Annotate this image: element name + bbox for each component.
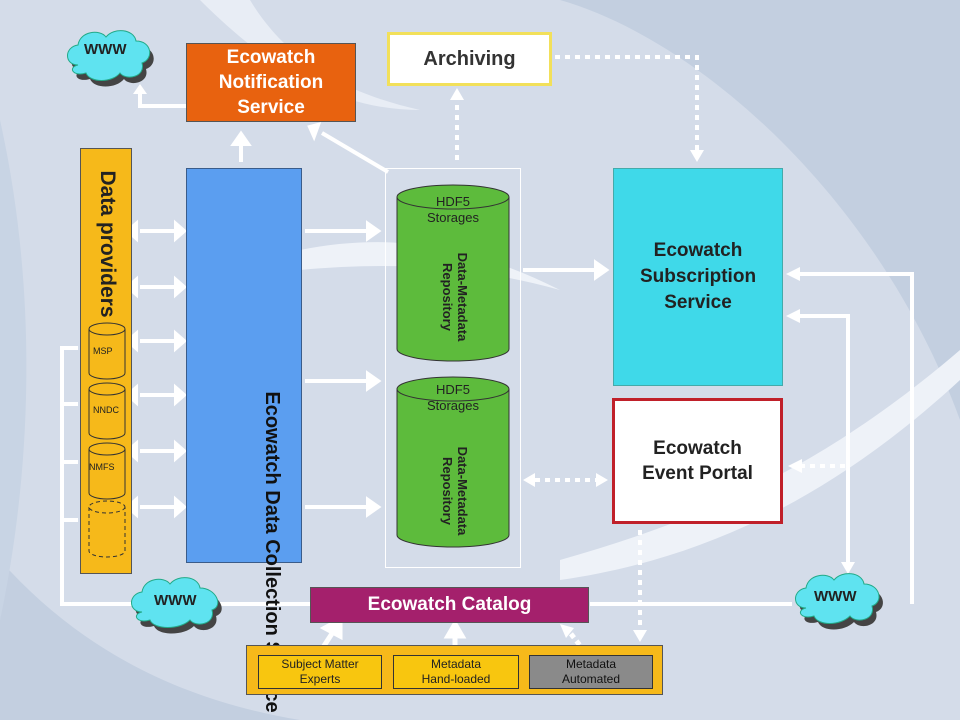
data-providers-panel: Data providers MSP NNDC NMFS bbox=[80, 148, 132, 574]
repo-subscription-arrow bbox=[523, 259, 610, 281]
notification-line3: Service bbox=[237, 97, 305, 118]
notification-line2: Notification bbox=[218, 72, 324, 93]
provider-collection-arrows bbox=[124, 219, 188, 519]
hand-loaded-line1: Metadata bbox=[430, 657, 482, 671]
repo-label-line1: Data-Metadata bbox=[455, 446, 470, 536]
www-cloud-top-icon bbox=[67, 30, 154, 87]
www-label-bottom-right: WWW bbox=[814, 588, 857, 605]
subscription-line1: Ecowatch bbox=[653, 240, 743, 261]
hand-loaded-line2: Hand-loaded bbox=[421, 672, 491, 686]
storage-type: HDF5 bbox=[436, 194, 470, 209]
www-cloud-bottom-left-icon bbox=[131, 577, 222, 634]
repo-label-line2: Repository bbox=[440, 263, 455, 331]
automated-line2: Automated bbox=[561, 672, 621, 686]
automated-line1: Metadata bbox=[565, 657, 617, 671]
sme-line2: Experts bbox=[299, 672, 341, 686]
subscription-line2: Subscription bbox=[639, 266, 757, 287]
storage-type: HDF5 bbox=[436, 382, 470, 397]
data-collection-service: Ecowatch Data Collection Service bbox=[186, 168, 302, 713]
repository-cylinders bbox=[396, 184, 510, 548]
provider-nndc-label: NNDC bbox=[93, 405, 119, 415]
subscription-service: Ecowatch Subscription Service bbox=[613, 168, 783, 386]
repository-label-2: Data-Metadata Repository bbox=[436, 431, 470, 551]
portal-line1: Ecowatch bbox=[653, 438, 742, 459]
decor-swoosh bbox=[560, 350, 960, 580]
notification-service: Ecowatch Notification Service bbox=[186, 43, 356, 122]
storage-word: Storages bbox=[426, 398, 480, 413]
provider-msp-label: MSP bbox=[93, 346, 113, 356]
collection-notification-arrow bbox=[230, 130, 252, 162]
storage-label-2: HDF5 Storages bbox=[403, 382, 503, 414]
provider-cylinders bbox=[88, 322, 126, 558]
notification-line1: Ecowatch bbox=[226, 47, 316, 68]
subject-matter-experts-box: Subject Matter Experts bbox=[258, 655, 382, 689]
event-portal: Ecowatch Event Portal bbox=[612, 398, 783, 524]
repo-label-line2: Repository bbox=[440, 457, 455, 525]
metadata-automated-box: Metadata Automated bbox=[529, 655, 653, 689]
metadata-hand-loaded-box: Metadata Hand-loaded bbox=[393, 655, 519, 689]
www-label-top: WWW bbox=[84, 41, 127, 58]
provider-nmfs-label: NMFS bbox=[89, 462, 115, 472]
repository-label-1: Data-Metadata Repository bbox=[436, 237, 470, 357]
decor-swoosh bbox=[560, 0, 960, 420]
storage-word: Storages bbox=[426, 210, 480, 225]
storage-label-1: HDF5 Storages bbox=[403, 194, 503, 226]
subscription-line3: Service bbox=[664, 292, 732, 313]
decor-swoosh bbox=[0, 560, 300, 720]
collection-repo-arrows bbox=[305, 220, 382, 518]
decor-swoosh bbox=[200, 0, 420, 110]
archiving-subscription-arrow bbox=[555, 55, 699, 150]
notification-www-arrow bbox=[138, 92, 186, 108]
www-cloud-bottom-right-icon bbox=[795, 573, 883, 630]
sme-line1: Subject Matter bbox=[281, 657, 359, 671]
archiving-box: Archiving bbox=[387, 32, 552, 86]
repo-notification-arrow bbox=[307, 122, 390, 174]
portal-line2: Event Portal bbox=[642, 463, 753, 484]
repository-column: HDF5 Storages Data-Metadata Repository H… bbox=[385, 168, 521, 568]
www-label-bottom-left: WWW bbox=[154, 592, 197, 609]
metadata-sources-bar: Subject Matter Experts Metadata Hand-loa… bbox=[246, 645, 663, 695]
ecowatch-catalog: Ecowatch Catalog bbox=[310, 587, 589, 623]
right-www-loop bbox=[590, 272, 914, 606]
repo-label-line1: Data-Metadata bbox=[455, 252, 470, 342]
decor-swoosh bbox=[0, 120, 27, 620]
